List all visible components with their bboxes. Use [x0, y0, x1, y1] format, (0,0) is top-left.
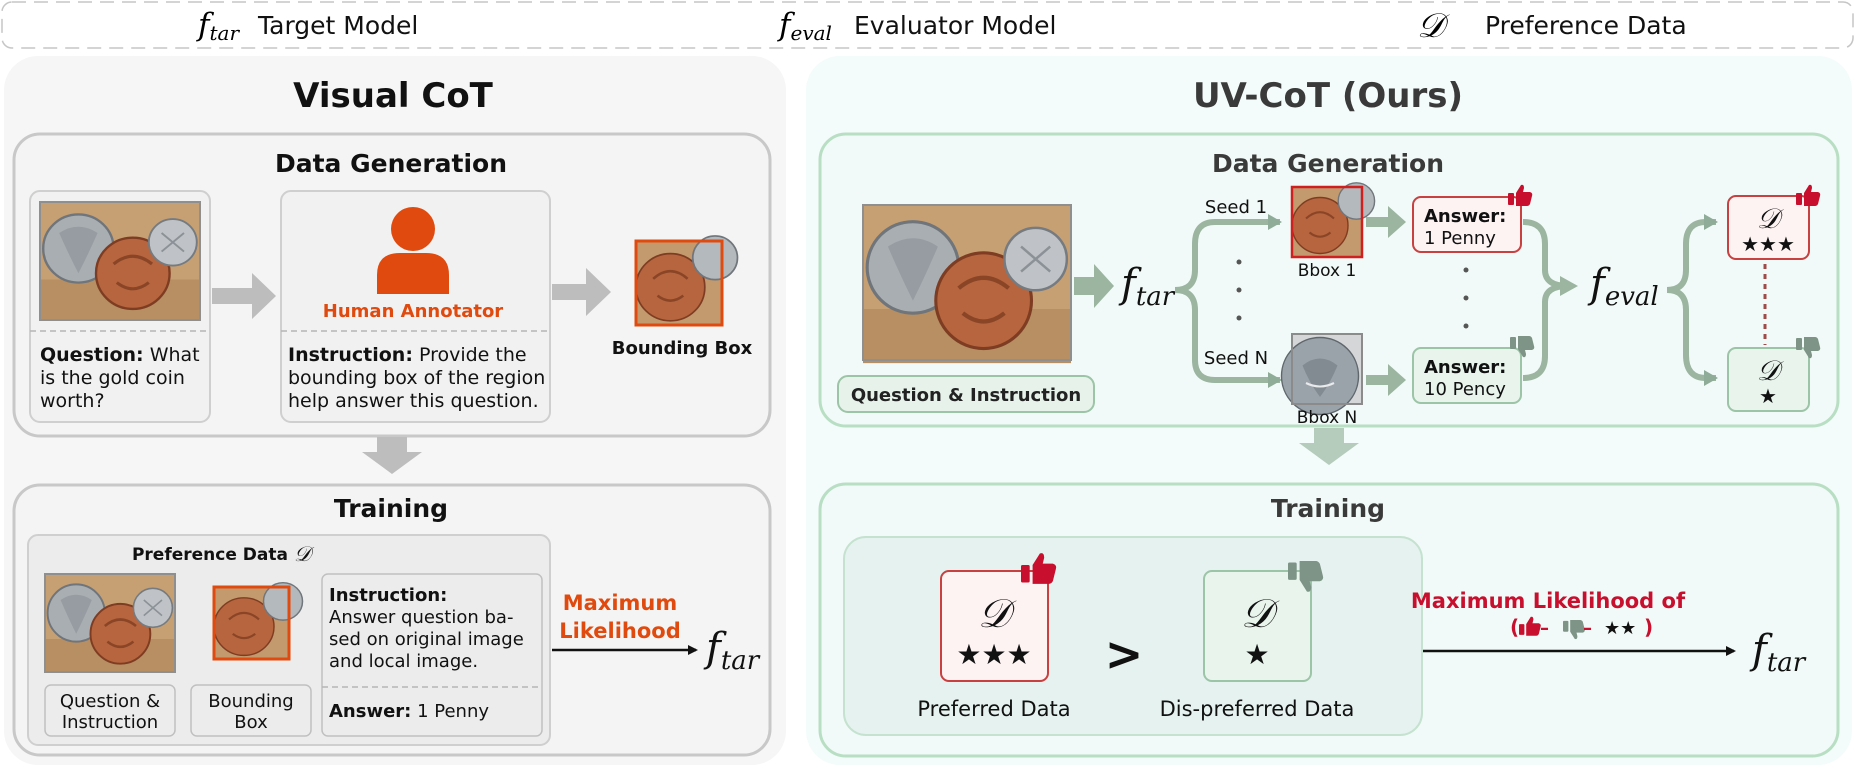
right-panel-title: UV-CoT (Ours): [1193, 76, 1463, 116]
left-preference-title: Preference Data: [132, 545, 288, 565]
legend-bar: [1, 1, 1854, 49]
answer-n-bold: Answer:: [1424, 357, 1506, 378]
left-instruction-line-2: bounding box of the region: [288, 367, 545, 389]
left-qi-label-1: Question &: [60, 691, 160, 712]
right-datagen-heading: Data Generation: [1212, 149, 1444, 178]
left-arrow-2: [552, 268, 611, 316]
left-training-instruction-3: and local image.: [329, 651, 478, 672]
left-datagen-heading: Data Generation: [275, 149, 507, 178]
left-training-question-image: [43, 572, 177, 675]
left-training-instruction-2: sed on original image: [329, 629, 524, 650]
right-down-arrow: [1299, 428, 1359, 465]
answer-1-card: [1412, 196, 1522, 253]
left-arrow-1: [212, 273, 276, 319]
right-training-heading: Training: [1271, 494, 1385, 523]
left-training-instruction-box: [321, 573, 543, 737]
answer-n-value: 10 Pency: [1424, 379, 1506, 400]
mlo-stars: ★★: [1604, 618, 1636, 639]
human-annotator-label: Human Annotator: [323, 301, 504, 322]
fork2-lower: [1666, 287, 1718, 386]
left-qi-label-box: [44, 684, 176, 737]
legend-target-label: Target Model: [257, 11, 418, 40]
left-question-line-3: worth?: [40, 390, 105, 412]
left-question-image: [38, 200, 202, 322]
seed-dots: [1236, 259, 1242, 321]
right-arrow-to-ftar: [1074, 264, 1114, 308]
left-annotator-card: [280, 190, 551, 423]
right-training-f-tar: ftar: [1749, 627, 1807, 678]
left-question-line-2: is the gold coin: [40, 367, 185, 389]
legend-evaluator-label: Evaluator Model: [854, 11, 1056, 40]
mlo-dash-2: –: [1583, 618, 1592, 639]
answer-dots: [1463, 267, 1469, 329]
left-bbox-label-1: Bounding: [208, 691, 293, 712]
max-likelihood-formula: ( – – ★★ ): [1510, 615, 1653, 640]
right-f-eval: feval: [1587, 261, 1659, 312]
left-training-instruction-1: Answer question ba-: [329, 607, 513, 628]
training-preferred-stars: ★★★: [956, 638, 1031, 671]
preferred-data-label: Preferred Data: [917, 697, 1070, 721]
seed-1-label: Seed 1: [1205, 197, 1267, 218]
fork2-upper: [1666, 214, 1718, 293]
left-panel-title: Visual CoT: [293, 76, 494, 116]
answer-1-bold: Answer:: [1424, 206, 1506, 227]
max-likelihood-of-title: Maximum Likelihood of: [1411, 589, 1686, 613]
mlo-open: (: [1510, 615, 1519, 639]
right-preferred-card: [1727, 195, 1810, 260]
left-preference-symbol: 𝒟: [294, 542, 315, 566]
training-preferred-card: [940, 570, 1049, 682]
bbox-n-label: Bbox N: [1297, 408, 1358, 428]
left-down-arrow: [362, 437, 422, 474]
left-instruction-line-3: help answer this question.: [288, 390, 539, 412]
training-dispreferred-card: [1203, 570, 1312, 682]
right-dispreferred-stars: ★: [1759, 384, 1777, 408]
answer-1-value: 1 Penny: [1424, 228, 1496, 249]
fork-upper-branch: [1174, 214, 1282, 293]
left-training-answer: Answer: 1 Penny: [329, 701, 489, 722]
left-max-likelihood-1: Maximum: [563, 591, 678, 615]
left-training-heading: Training: [334, 494, 448, 523]
right-question-image: [863, 205, 1071, 363]
left-training-instruction-bold: Instruction:: [329, 585, 447, 606]
mlo-close: ): [1644, 615, 1653, 639]
left-max-likelihood-2: Likelihood: [559, 619, 680, 643]
training-dispreferred-stars: ★: [1244, 638, 1269, 671]
bbox-1-label: Bbox 1: [1298, 261, 1357, 281]
merge-lower: [1522, 283, 1569, 381]
mlo-dash-1: –: [1540, 618, 1549, 639]
left-bbox-label-box: [190, 684, 312, 737]
greater-than-symbol: >: [1105, 627, 1144, 681]
answer-n-card: [1412, 347, 1522, 404]
right-preferred-stars: ★★★: [1741, 232, 1795, 256]
arrow-to-answer-n: [1366, 364, 1406, 396]
right-f-tar: ftar: [1118, 261, 1176, 312]
right-dispreferred-card: [1727, 347, 1810, 412]
dispreferred-data-label: Dis-preferred Data: [1160, 697, 1355, 721]
legend-preference-label: Preference Data: [1485, 11, 1687, 40]
right-datagen-box: [818, 132, 1840, 428]
fork-lower-branch: [1174, 287, 1282, 388]
left-bbox-label: Bounding Box: [612, 338, 753, 359]
left-qi-label-2: Instruction: [62, 712, 158, 733]
question-instruction-label: Question & Instruction: [851, 385, 1081, 406]
question-instruction-button[interactable]: [837, 375, 1095, 413]
arrow-to-answer-1: [1366, 206, 1406, 238]
left-instruction-text: Instruction: Provide the: [288, 344, 527, 366]
left-question-text: Question: What: [40, 344, 200, 366]
left-bbox-label-2: Box: [234, 712, 268, 733]
bbox-n-image: [1280, 332, 1364, 416]
seed-n-label: Seed N: [1204, 348, 1268, 369]
human-annotator-icon: [377, 207, 449, 294]
